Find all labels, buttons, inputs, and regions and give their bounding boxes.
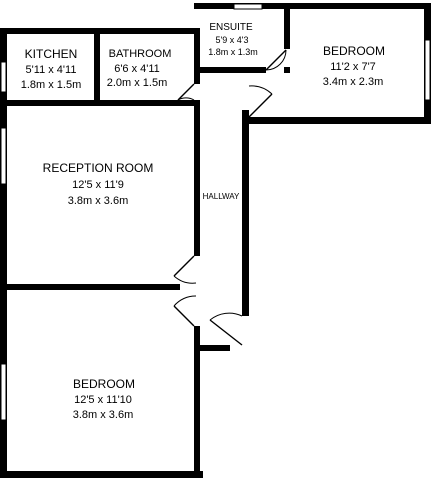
bedroom-upper-name: BEDROOM bbox=[323, 44, 385, 58]
door-bedroom-lower-leaf bbox=[173, 305, 195, 327]
wall-hallway-bottom bbox=[200, 345, 230, 351]
window-kitchen bbox=[0, 61, 7, 93]
wall-hallway-right bbox=[242, 120, 249, 316]
ensuite-name: ENSUITE bbox=[209, 22, 253, 33]
window-ensuite bbox=[233, 3, 263, 10]
door-reception-leaf bbox=[173, 255, 195, 277]
doors bbox=[173, 49, 287, 346]
bathroom-dim-metric: 2.0m x 1.5m bbox=[107, 77, 168, 89]
kitchen-name: KITCHEN bbox=[25, 47, 78, 61]
wall-upper-bottom bbox=[249, 117, 431, 124]
reception-dim-imperial: 12'5 x 11'9 bbox=[72, 179, 124, 191]
room-reception: RECEPTION ROOM 12'5 x 11'9 3.8m x 3.6m bbox=[43, 161, 154, 207]
room-hallway: HALLWAY bbox=[203, 192, 240, 201]
door-front-arc bbox=[209, 312, 243, 321]
bathroom-name: BATHROOM bbox=[109, 48, 172, 60]
room-bedroom-upper: BEDROOM 11'2 x 7'7 3.4m x 2.3m bbox=[323, 44, 385, 88]
door-bedroom-lower-arc bbox=[173, 295, 197, 307]
wall-ensuite-right bbox=[284, 3, 290, 49]
window-reception bbox=[0, 127, 7, 185]
kitchen-dim-imperial: 5'11 x 4'11 bbox=[26, 64, 77, 76]
bedroom-upper-dim-metric: 3.4m x 2.3m bbox=[323, 76, 384, 88]
door-bedroom-upper-leaf bbox=[248, 93, 273, 118]
ensuite-dim-imperial: 5'9 x 4'3 bbox=[216, 35, 249, 45]
wall-bottom bbox=[0, 471, 203, 478]
wall-ensuite-bottom bbox=[194, 67, 266, 73]
door-front-leaf bbox=[209, 319, 243, 346]
door-ensuite-leaf bbox=[265, 49, 287, 71]
wall-under-kitchen bbox=[0, 100, 200, 106]
bathroom-dim-imperial: 6'6 x 4'11 bbox=[114, 63, 160, 75]
room-bathroom: BATHROOM 6'6 x 4'11 2.0m x 1.5m bbox=[107, 48, 172, 89]
room-ensuite: ENSUITE 5'9 x 4'3 1.8m x 1.3m bbox=[208, 22, 258, 57]
door-reception-arc bbox=[173, 275, 197, 284]
wall-hallway-left-c bbox=[194, 326, 200, 478]
bedroom-lower-dim-metric: 3.8m x 3.6m bbox=[73, 409, 134, 421]
door-ensuite-arc bbox=[265, 49, 287, 71]
windows bbox=[0, 3, 431, 421]
wall-reception-bedroom bbox=[0, 284, 180, 290]
wall-hall-corner bbox=[242, 110, 249, 122]
room-bedroom-lower: BEDROOM 12'5 x 11'10 3.8m x 3.6m bbox=[73, 377, 135, 421]
room-kitchen: KITCHEN 5'11 x 4'11 1.8m x 1.5m bbox=[21, 47, 82, 91]
window-bedroom-upper bbox=[424, 39, 431, 101]
hallway-name: HALLWAY bbox=[203, 192, 240, 201]
wall-upper-top bbox=[194, 3, 431, 9]
ensuite-dim-metric: 1.8m x 1.3m bbox=[208, 47, 258, 57]
door-bathroom-arc bbox=[177, 97, 195, 101]
door-bathroom-leaf bbox=[177, 83, 195, 101]
door-bedroom-upper-arc bbox=[248, 85, 273, 95]
wall-hallway-left-b bbox=[194, 100, 200, 256]
kitchen-dim-metric: 1.8m x 1.5m bbox=[21, 79, 82, 91]
bedroom-lower-name: BEDROOM bbox=[73, 377, 135, 391]
reception-dim-metric: 3.8m x 3.6m bbox=[68, 195, 129, 207]
wall-left-outer bbox=[0, 28, 7, 478]
bedroom-upper-dim-imperial: 11'2 x 7'7 bbox=[330, 61, 376, 73]
wall-kitchen-bathroom bbox=[94, 28, 100, 104]
bedroom-lower-dim-imperial: 12'5 x 11'10 bbox=[74, 394, 132, 406]
wall-ensuite-corner bbox=[284, 67, 290, 73]
reception-name: RECEPTION ROOM bbox=[43, 161, 154, 175]
wall-hallway-left-a bbox=[194, 28, 200, 84]
window-bedroom-lower bbox=[0, 363, 7, 421]
